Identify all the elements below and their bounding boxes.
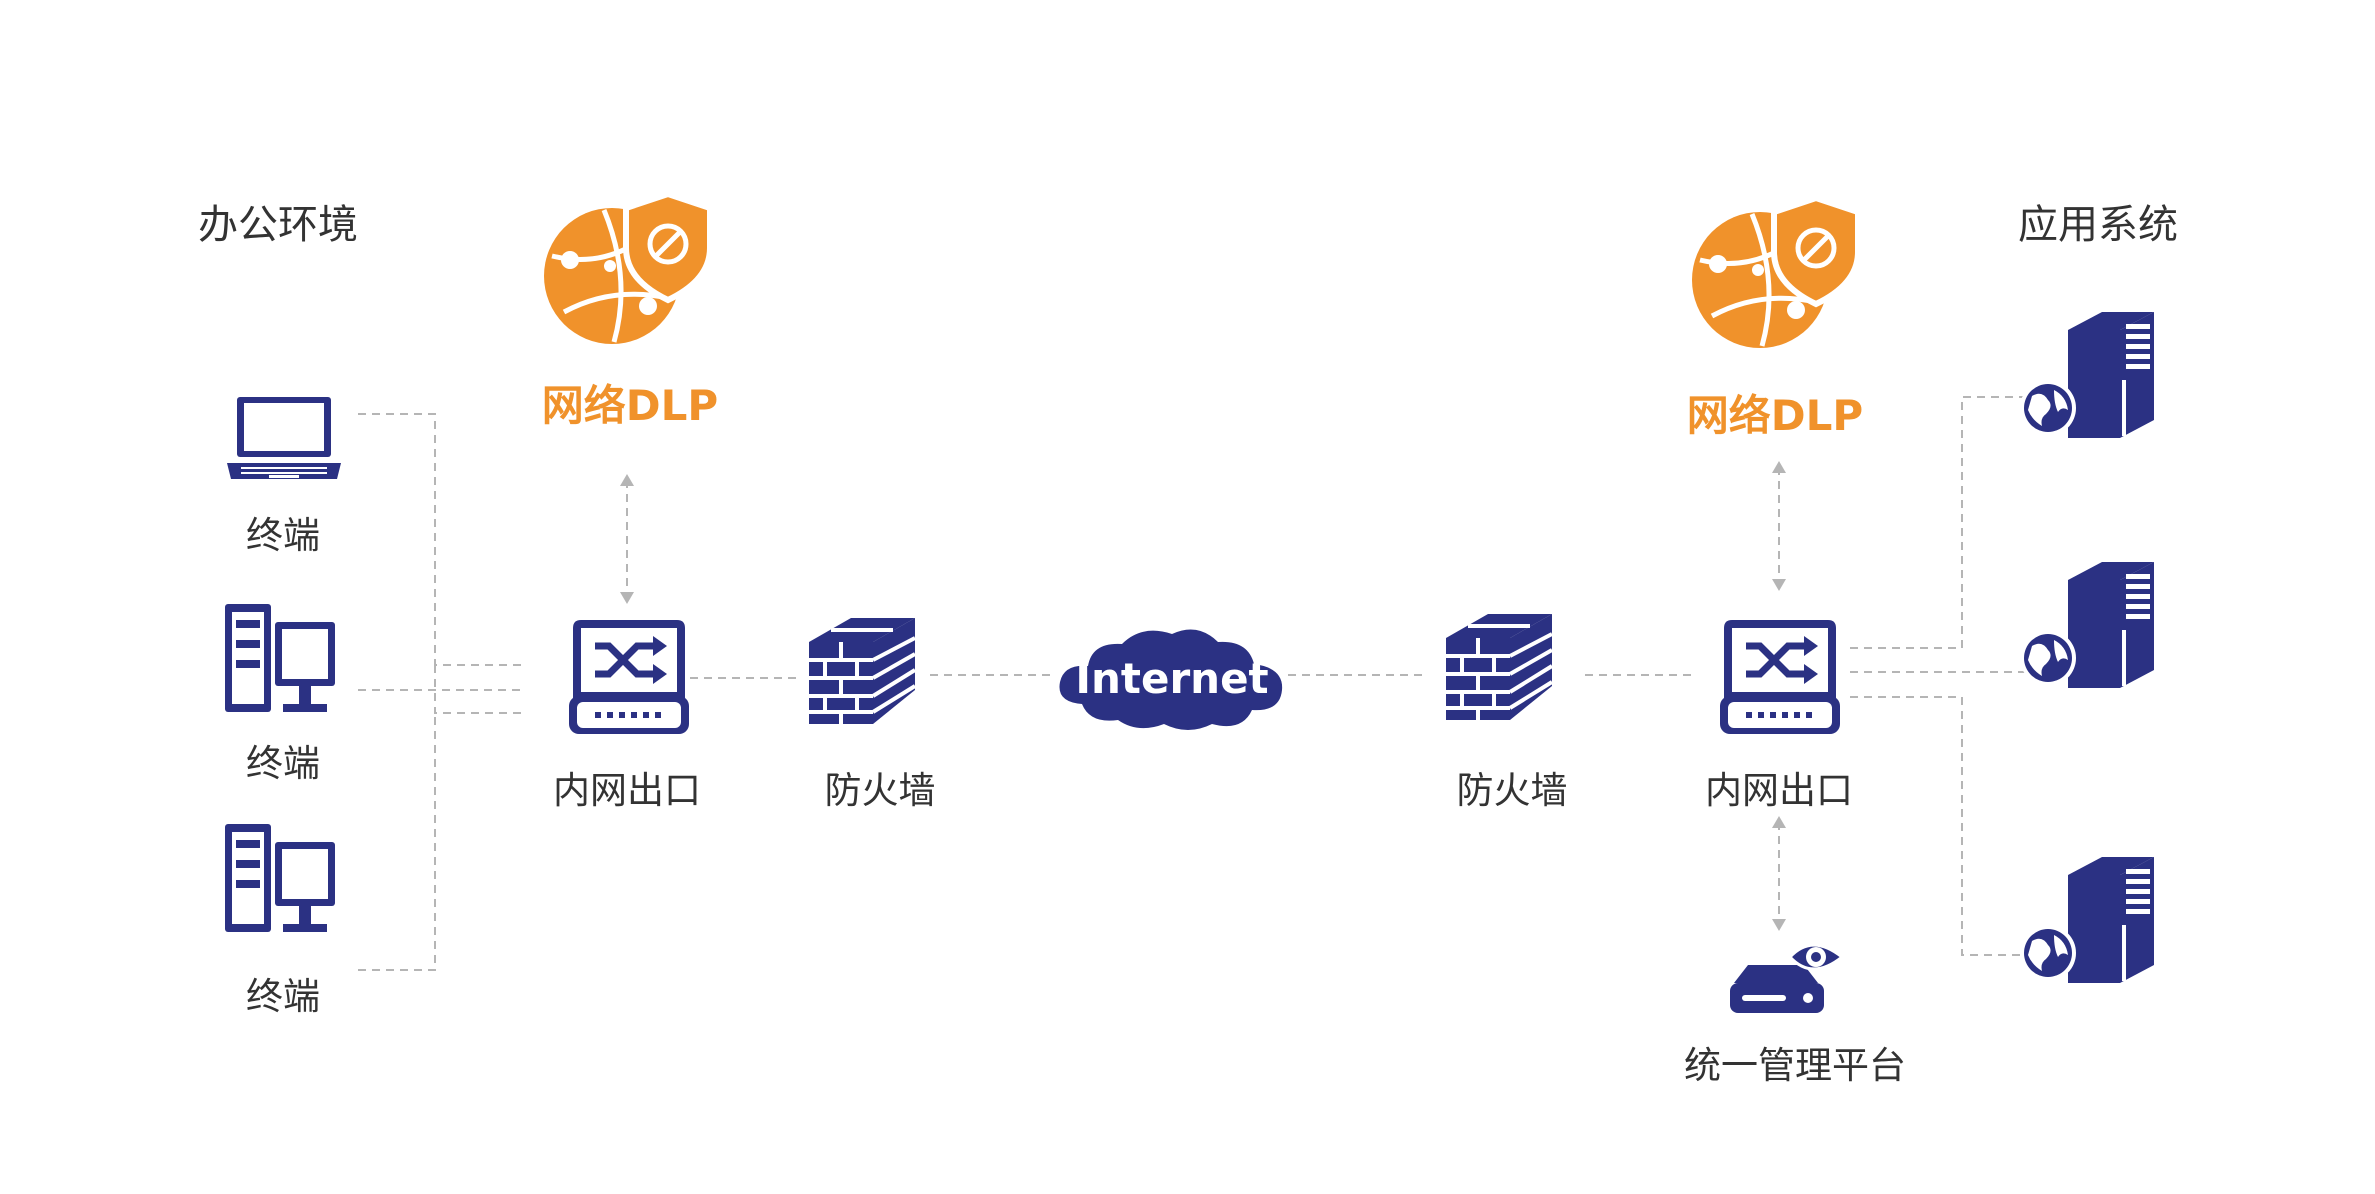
terminal-label: 终端 xyxy=(246,975,320,1018)
firewall-brick-icon xyxy=(1446,614,1554,720)
terminal-1-link xyxy=(358,413,523,666)
cloud-icon xyxy=(1059,629,1283,730)
network-globe-shield-icon xyxy=(544,190,713,344)
terminal-label: 终端 xyxy=(246,514,320,557)
desktop-computer-icon xyxy=(225,824,335,932)
application-server-1 xyxy=(2018,310,2158,444)
gateway-left xyxy=(567,618,691,740)
network-globe-shield-icon xyxy=(1692,194,1861,348)
dlp-label: 网络DLP xyxy=(1686,391,1864,440)
application-server-2 xyxy=(2018,560,2158,694)
office-environment-title: 办公环境 xyxy=(198,202,358,248)
gateway-label: 内网出口 xyxy=(553,769,701,812)
dlp-label: 网络DLP xyxy=(541,381,719,430)
terminal-3-link xyxy=(358,713,436,971)
network-switch-icon xyxy=(1720,620,1840,734)
application-server-3 xyxy=(2018,855,2158,989)
laptop-icon xyxy=(227,397,341,479)
desktop-computer-icon xyxy=(225,604,335,712)
network-switch-icon xyxy=(569,620,689,734)
terminal-laptop xyxy=(225,393,343,487)
web-server-icon xyxy=(2020,562,2154,688)
firewall-label: 防火墙 xyxy=(1456,769,1568,812)
platform-label: 统一管理平台 xyxy=(1684,1044,1906,1087)
network-dlp-right xyxy=(1688,192,1874,356)
gateway-bus xyxy=(434,665,523,714)
firewall-label: 防火墙 xyxy=(824,769,936,812)
gateway-right xyxy=(1718,618,1842,740)
web-server-icon xyxy=(2020,857,2154,983)
firewall-left xyxy=(803,612,921,734)
server-3-link xyxy=(1850,696,2025,956)
firewall-right xyxy=(1440,608,1558,730)
terminal-desktop-2 xyxy=(225,820,337,942)
web-server-icon xyxy=(2020,312,2154,438)
server-1-link xyxy=(1850,396,2025,649)
management-platform xyxy=(1726,935,1846,1023)
internet-cloud xyxy=(1052,620,1292,740)
gateway-label: 内网出口 xyxy=(1705,769,1853,812)
application-systems-title: 应用系统 xyxy=(2018,202,2178,248)
terminal-desktop-1 xyxy=(225,600,337,722)
firewall-brick-icon xyxy=(809,618,917,724)
internet-label: Internet xyxy=(1075,654,1269,703)
management-console-eye-icon xyxy=(1730,943,1845,1013)
terminal-label: 终端 xyxy=(246,742,320,785)
network-dlp-left xyxy=(540,188,726,352)
